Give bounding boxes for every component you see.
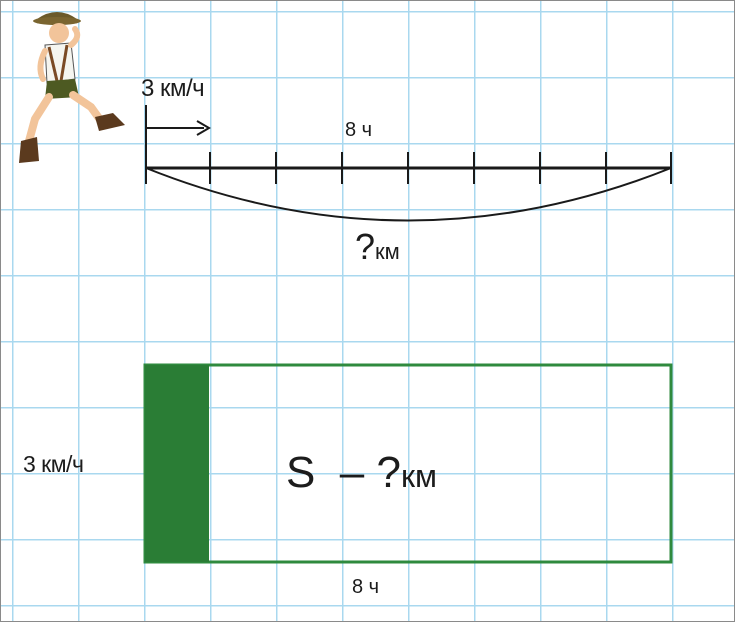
hiker-icon (19, 12, 125, 163)
speed-label-top: 3 км/ч (141, 75, 205, 102)
unit-column (145, 365, 209, 562)
formula-unit: км (400, 458, 437, 494)
formula-text: S – ? (286, 448, 401, 497)
distance-brace (145, 167, 672, 222)
arrow-right-icon (146, 120, 211, 136)
distance-question-mark: ? (355, 226, 376, 267)
distance-line (145, 152, 672, 184)
distance-question: ?км (355, 229, 400, 265)
time-label-bottom: 8 ч (352, 576, 380, 598)
speed-label-rectangle: 3 км/ч (23, 451, 84, 477)
distance-unit: км (375, 239, 400, 264)
time-label-top: 8 ч (345, 119, 373, 141)
area-formula: S – ?км (286, 451, 437, 495)
